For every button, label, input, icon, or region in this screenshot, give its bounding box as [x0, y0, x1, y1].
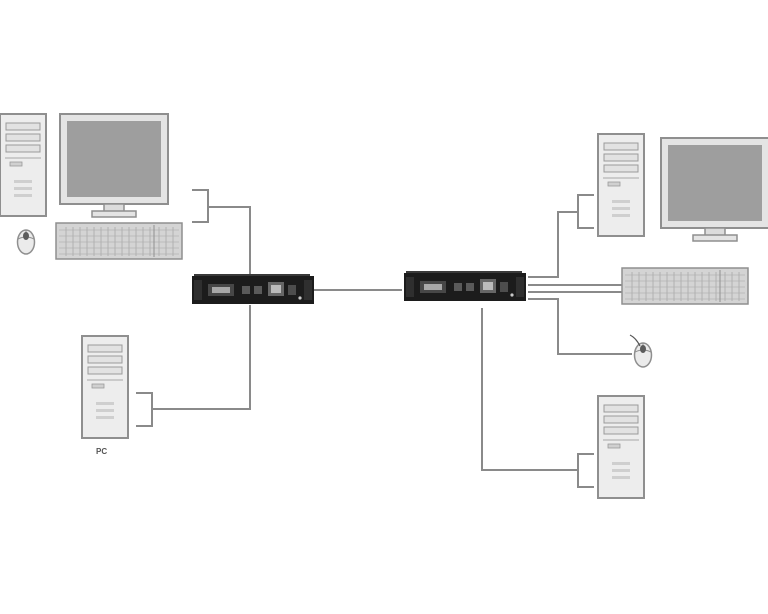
cable-mouse [528, 298, 632, 355]
pc-label: PC [96, 447, 108, 456]
keyboard-icon [55, 222, 183, 260]
cable-remote-pc-bottom [481, 308, 594, 488]
tower-pc-icon [0, 113, 47, 217]
mouse-icon [16, 229, 36, 255]
tower-pc-icon-lower [81, 335, 129, 439]
keyboard-icon-remote [621, 267, 749, 305]
cable-group-right [481, 194, 632, 488]
kvm-extender-remote-icon [404, 271, 526, 301]
cable-local-pc-bracket [192, 189, 251, 274]
monitor-icon-remote [660, 137, 768, 242]
cable-pc-bracket [136, 305, 251, 427]
cable-group-left [136, 189, 251, 427]
monitor-icon [59, 113, 169, 218]
tower-pc-icon-remote-top [597, 133, 645, 237]
kvm-extender-local-icon [192, 274, 314, 304]
cable-remote-pc-top [528, 194, 594, 278]
tower-pc-icon-remote-bottom [597, 395, 645, 499]
mouse-tail-remote [629, 334, 641, 347]
mouse-icon-remote [633, 342, 653, 368]
